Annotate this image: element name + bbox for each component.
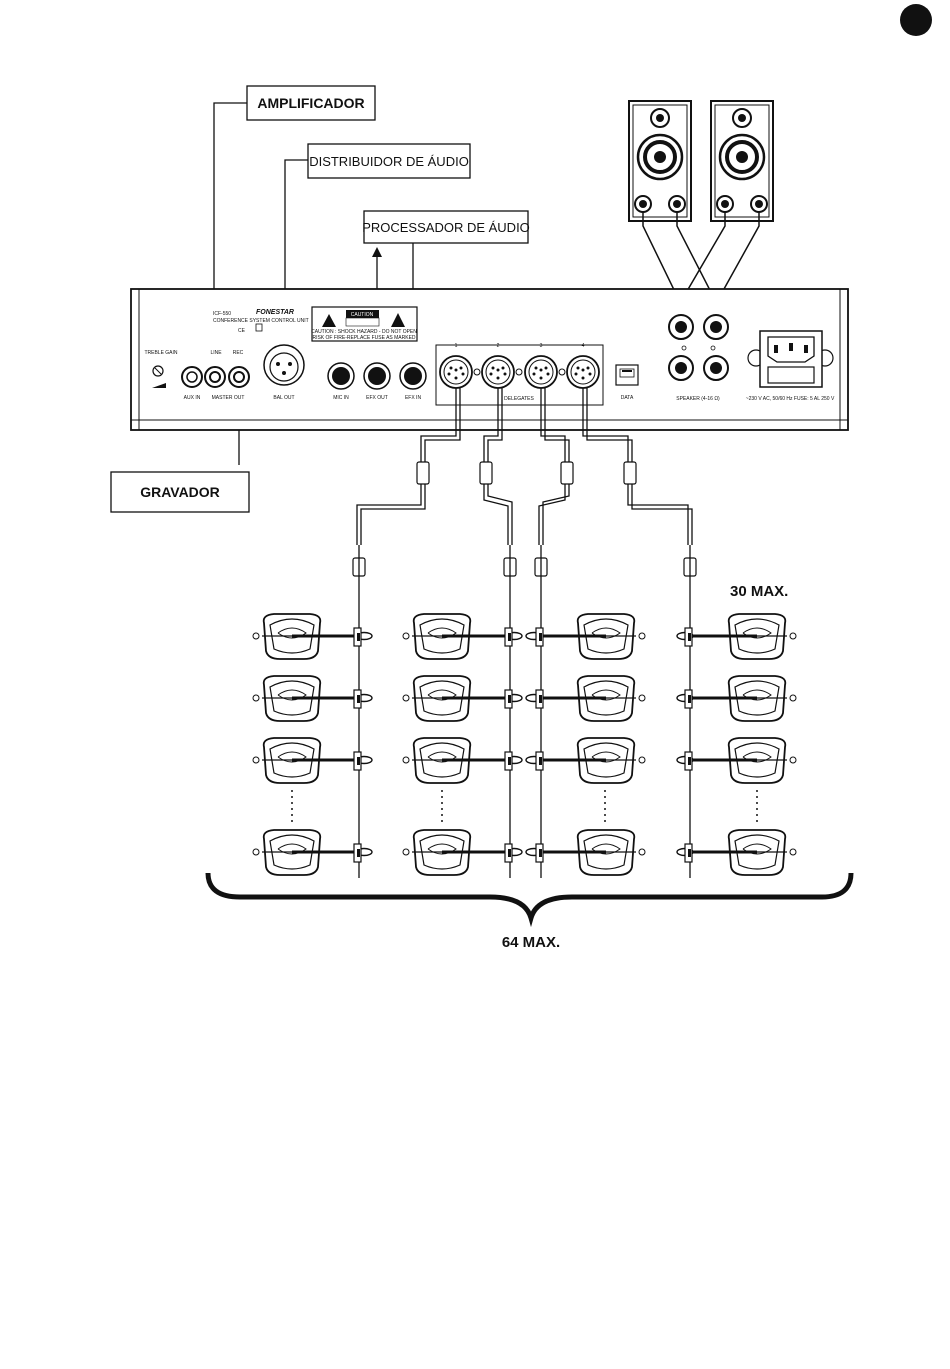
xlr-bal-out: BAL OUT — [263, 344, 305, 401]
bus-lines — [358, 545, 691, 878]
aux-in-label: AUX IN — [184, 395, 201, 401]
treble-gain-control: TREBLE GAIN — [144, 350, 178, 388]
delegate-port-3: 3 — [524, 343, 558, 389]
jack-efx-out: EFX OUT — [363, 362, 391, 401]
model-name: ICF-550 — [213, 311, 231, 317]
jack-mic-in: MIC IN — [327, 362, 355, 401]
efx-out-label: EFX OUT — [366, 395, 388, 401]
total-brace — [205, 872, 854, 928]
mic-in-label: MIC IN — [333, 395, 349, 401]
delegate-unit — [402, 737, 523, 784]
delegate-unit — [402, 613, 523, 660]
delegate-unit — [676, 737, 797, 784]
ce-mark: CE — [238, 328, 246, 334]
treble-gain-label: TREBLE GAIN — [144, 350, 177, 356]
caution-label: CAUTION CAUTION : SHOCK HAZARD - DO NOT … — [311, 306, 418, 342]
lightning-warning-icon — [322, 314, 336, 327]
svg-text:2: 2 — [497, 343, 500, 349]
gain-wedge-icon — [152, 383, 166, 388]
model-desc: CONFERENCE SYSTEM CONTROL UNIT — [213, 318, 309, 324]
exclamation-warning-icon — [391, 313, 405, 327]
microphone-units — [252, 613, 797, 876]
jack-master-out: LINE REC MASTER OUT — [204, 350, 250, 401]
amplificador-box: AMPLIFICADOR — [246, 85, 376, 121]
delegate-unit — [525, 737, 646, 784]
brand-block: FONESTAR ICF-550 CONFERENCE SYSTEM CONTR… — [213, 309, 309, 334]
delegates-ports: 1 2 3 4 — [435, 343, 604, 406]
caution-line2: RISK OF FIRE-REPLACE FUSE AS MARKED — [312, 335, 415, 341]
svg-text:3: 3 — [540, 343, 543, 349]
delegate-unit — [252, 737, 373, 784]
delegate-unit — [676, 829, 797, 876]
svg-text:1: 1 — [455, 343, 458, 349]
distribuidor-box: DISTRIBUIDOR DE ÁUDIO — [307, 143, 471, 179]
data-port: DATA — [615, 364, 639, 401]
delegate-unit — [402, 675, 523, 722]
rec-label: REC — [233, 350, 244, 356]
delegate-port-1: 1 — [439, 343, 473, 389]
processador-box: PROCESSADOR DE ÁUDIO — [362, 210, 530, 244]
power-inlet: ~230 V AC, 50/60 Hz FUSE: 5 AL 250 V — [746, 330, 835, 402]
speaker-right — [710, 100, 774, 222]
line-label: LINE — [210, 350, 222, 356]
amplificador-label: AMPLIFICADOR — [257, 95, 364, 111]
delegate-unit — [252, 613, 373, 660]
power-label: ~230 V AC, 50/60 Hz FUSE: 5 AL 250 V — [746, 396, 835, 402]
page-marker-dot — [900, 4, 932, 36]
delegate-unit — [525, 829, 646, 876]
bal-out-label: BAL OUT — [273, 395, 294, 401]
max-per-line-label: 30 MAX. — [730, 583, 788, 600]
delegate-unit — [676, 675, 797, 722]
weee-icon — [255, 323, 263, 332]
delegate-unit — [525, 613, 646, 660]
delegate-port-2: 2 — [481, 343, 515, 389]
feed-connectors — [352, 461, 697, 577]
delegate-unit — [676, 613, 797, 660]
processador-label: PROCESSADOR DE ÁUDIO — [362, 220, 530, 235]
speaker-left — [628, 100, 692, 222]
delegate-unit — [252, 829, 373, 876]
caution-title: CAUTION — [351, 312, 374, 318]
gravador-label: GRAVADOR — [140, 484, 220, 500]
continuation-dots — [291, 790, 758, 824]
speaker-label: SPEAKER (4-16 Ω) — [676, 396, 720, 402]
delegate-unit — [252, 675, 373, 722]
master-out-label: MASTER OUT — [212, 395, 245, 401]
gravador-box: GRAVADOR — [110, 471, 250, 513]
max-total-label: 64 MAX. — [502, 934, 560, 951]
delegates-label: DELEGATES — [504, 396, 534, 402]
data-label: DATA — [621, 395, 634, 401]
delegate-unit — [402, 829, 523, 876]
brand-logo: FONESTAR — [256, 309, 294, 316]
delegate-unit — [525, 675, 646, 722]
jack-efx-in: EFX IN — [399, 362, 427, 401]
svg-text:4: 4 — [582, 343, 585, 349]
speaker-jacks: SPEAKER (4-16 Ω) — [668, 314, 729, 402]
caution-line1: CAUTION : SHOCK HAZARD - DO NOT OPEN — [311, 329, 417, 335]
efx-in-label: EFX IN — [405, 395, 422, 401]
distribuidor-label: DISTRIBUIDOR DE ÁUDIO — [309, 154, 469, 169]
jack-aux-in: AUX IN — [181, 366, 203, 401]
